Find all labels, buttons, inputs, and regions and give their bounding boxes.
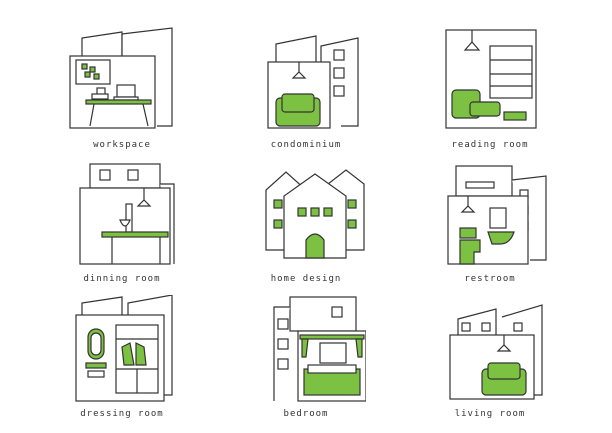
icon-restroom: restroom [420,160,560,295]
icon-bedroom: bedroom [236,295,376,430]
icon-label: dinning room [83,274,161,284]
icon-label: workspace [93,140,151,150]
icon-label: reading room [451,140,529,150]
icon-home-design: home design [236,160,376,295]
reading-room-icon [445,29,537,129]
icon-label: restroom [464,274,516,284]
icon-dressing-room: dressing room [52,295,192,430]
living-room-icon [449,304,543,400]
condominium-icon [267,35,359,129]
icon-label: bedroom [283,409,329,419]
bedroom-icon [273,296,366,402]
restroom-icon [447,165,547,265]
icon-label: dressing room [80,409,164,419]
icon-living-room: living room [420,295,560,430]
icon-workspace: workspace [52,26,192,161]
icon-label: living room [454,409,526,419]
icon-reading-room: reading room [420,26,560,161]
home-design-icon [265,169,365,259]
icon-condominium: condominium [236,26,376,161]
dressing-room-icon [75,295,173,402]
dinning-room-icon [79,163,175,265]
icon-label: condominium [270,140,342,150]
icon-dinning-room: dinning room [52,160,192,295]
workspace-icon [69,27,173,129]
icon-label: home design [270,274,342,284]
